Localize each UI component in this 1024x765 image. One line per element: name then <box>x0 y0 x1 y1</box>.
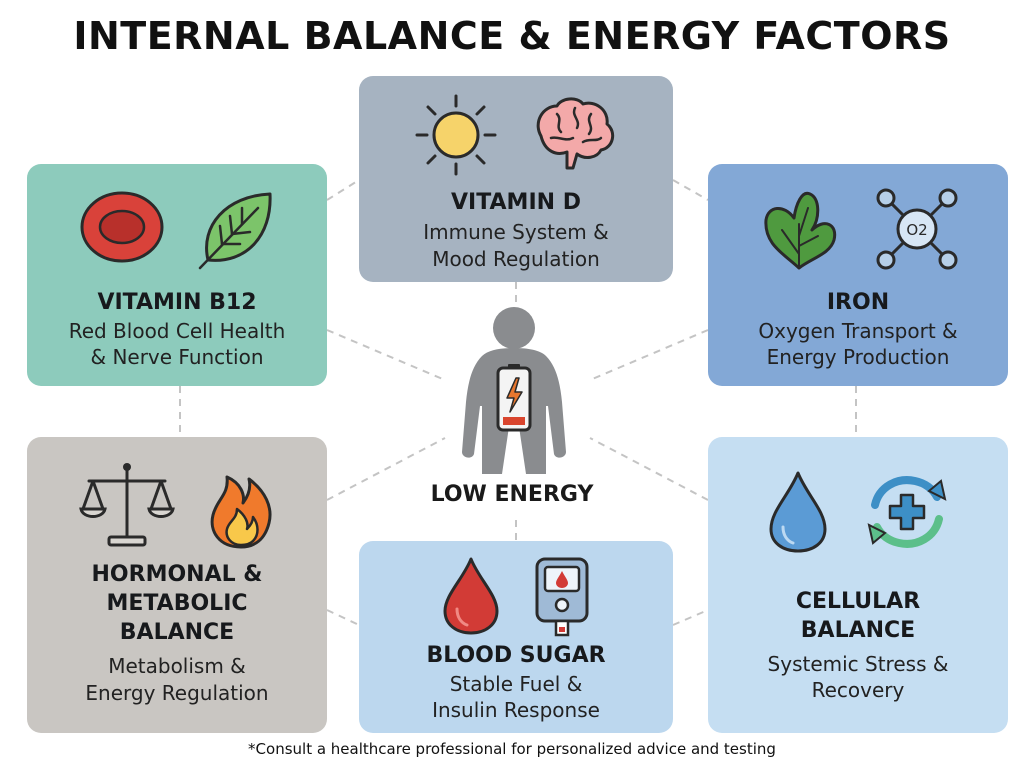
recovery-cycle-icon <box>867 476 947 548</box>
iron-desc-line2: Energy Production <box>766 345 950 369</box>
hormonal-heading-line1: HORMONAL & <box>91 562 263 587</box>
water-drop-icon <box>769 471 827 553</box>
spinach-icon <box>764 191 837 270</box>
card-cellular-balance: CELLULAR BALANCE Systemic Stress & Recov… <box>708 437 1008 733</box>
cellular-heading-line1: CELLULAR <box>795 589 921 614</box>
hormonal-desc-line1: Metabolism & <box>108 654 246 678</box>
vitamin-d-desc-line1: Immune System & <box>423 220 609 244</box>
vitamin-d-heading: VITAMIN D <box>451 190 581 215</box>
blood-sugar-heading: BLOOD SUGAR <box>426 643 606 668</box>
hormonal-desc-line2: Energy Regulation <box>85 681 269 705</box>
vitamin-b12-heading: VITAMIN B12 <box>97 290 257 315</box>
card-vitamin-d: VITAMIN D Immune System & Mood Regulatio… <box>359 76 673 282</box>
hormonal-heading-line3: BALANCE <box>119 620 235 645</box>
sun-icon <box>415 94 497 176</box>
cellular-desc-line2: Recovery <box>811 678 905 702</box>
brain-icon <box>536 97 615 170</box>
flame-icon <box>210 475 272 549</box>
iron-desc-line1: Oxygen Transport & <box>758 319 958 343</box>
leaf-icon <box>198 192 272 270</box>
card-blood-sugar: BLOOD SUGAR Stable Fuel & Insulin Respon… <box>359 541 673 733</box>
card-vitamin-b12: VITAMIN B12 Red Blood Cell Health & Nerv… <box>27 164 327 386</box>
red-blood-cell-icon <box>80 191 164 263</box>
oxygen-molecule-icon: O2 <box>876 188 958 270</box>
vitamin-d-desc-line2: Mood Regulation <box>432 247 600 271</box>
vitamin-b12-desc-line2: & Nerve Function <box>90 345 264 369</box>
human-figure-icon <box>462 307 566 474</box>
glucose-meter-icon <box>535 557 589 637</box>
battery-icon <box>496 364 532 432</box>
molecule-label: O2 <box>906 221 927 239</box>
blood-sugar-desc-line1: Stable Fuel & <box>449 672 583 696</box>
iron-heading: IRON <box>826 290 890 315</box>
hormonal-heading-line2: METABOLIC <box>106 591 248 616</box>
vitamin-b12-desc-line1: Red Blood Cell Health <box>68 319 286 343</box>
blood-sugar-desc-line2: Insulin Response <box>432 698 600 722</box>
card-iron: O2 IRON Oxygen Transport & Energy Produc… <box>708 164 1008 386</box>
footnote: *Consult a healthcare professional for p… <box>248 740 776 758</box>
card-hormonal-metabolic: HORMONAL & METABOLIC BALANCE Metabolism … <box>27 437 327 733</box>
page-title: INTERNAL BALANCE & ENERGY FACTORS <box>73 14 951 58</box>
balance-scale-icon <box>79 463 175 547</box>
cellular-desc-line1: Systemic Stress & <box>767 652 949 676</box>
low-energy-label: LOW ENERGY <box>430 482 594 507</box>
cellular-heading-line2: BALANCE <box>800 618 916 643</box>
blood-drop-icon <box>443 557 499 635</box>
